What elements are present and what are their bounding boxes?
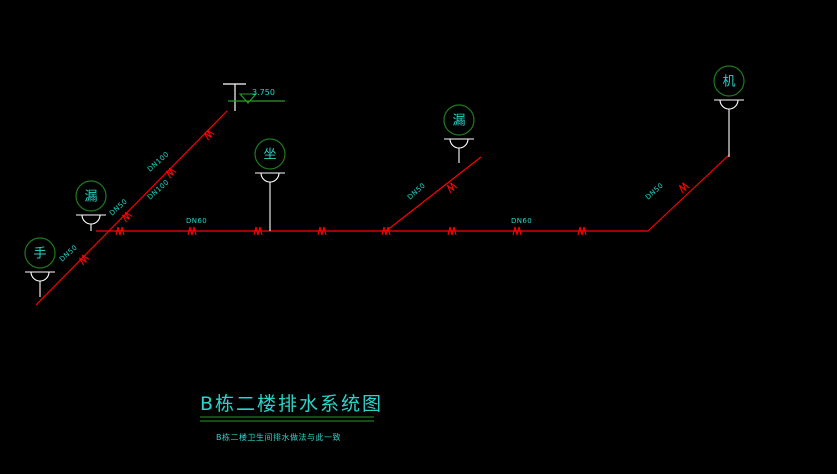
fixture-circle	[443, 104, 475, 136]
fixture-circle	[254, 138, 286, 170]
coupling-marks-left-diagonal	[78, 129, 215, 266]
pipe-label-branch-dn50-mid: DN50	[406, 181, 427, 201]
fixture-label-floor-drain-left: 漏	[84, 189, 97, 205]
fixture-toilet[interactable]: 坐	[254, 138, 286, 231]
drawing-subtitle: B栋二楼卫生间排水做法与此一致	[216, 432, 341, 442]
fixture-circle	[24, 237, 56, 269]
coupling-marks-main	[115, 226, 587, 236]
riser-left-diagonal	[35, 110, 228, 306]
pipe-label-riser-dn100-top: DN100	[146, 150, 171, 173]
fixture-floor-drain-left[interactable]: 漏	[75, 180, 107, 231]
fixture-label-floor-drain-mid: 漏	[452, 113, 465, 129]
elevation-value: 3.750	[252, 88, 275, 97]
fixture-bowl	[260, 172, 280, 183]
pipe-size-labels: DN50 DN50 DN100 DN100 DN60 DN50 DN60 DN5…	[58, 150, 665, 263]
pipe-label-riser-dn50-left: DN50	[58, 243, 79, 263]
fixture-bowl	[449, 138, 469, 149]
fixture-floor-drain-mid[interactable]: 漏	[443, 104, 475, 163]
drawing-title: B栋二楼排水系统图	[200, 393, 383, 415]
coupling-marks-branch-diagonals	[446, 182, 690, 194]
pipe-label-branch-dn50-right: DN50	[644, 181, 665, 201]
fixture-circle	[75, 180, 107, 212]
elevation-triangle-icon	[238, 93, 258, 104]
fixture-label-washing-machine: 机	[722, 75, 735, 90]
fixture-label-toilet: 坐	[263, 148, 276, 163]
pipe-network	[35, 110, 731, 306]
branch-diagonal-mid	[385, 156, 482, 232]
fixture-hand-basin[interactable]: 手	[24, 237, 56, 297]
fixture-bowl	[81, 214, 101, 225]
title-block: B栋二楼排水系统图 B栋二楼卫生间排水做法与此一致	[200, 393, 383, 442]
fixture-label-hand-basin: 手	[33, 247, 46, 262]
pipe-label-main-dn60-right: DN60	[511, 217, 532, 225]
branch-diagonal-right	[647, 153, 731, 232]
fixture-bowl	[719, 99, 739, 110]
fixture-circle	[713, 65, 745, 97]
fixture-washing-machine[interactable]: 机	[713, 65, 745, 157]
pipe-label-main-dn60-left: DN60	[186, 217, 207, 225]
fixture-bowl	[30, 271, 50, 282]
elevation-marker[interactable]: 3.750	[223, 83, 285, 111]
